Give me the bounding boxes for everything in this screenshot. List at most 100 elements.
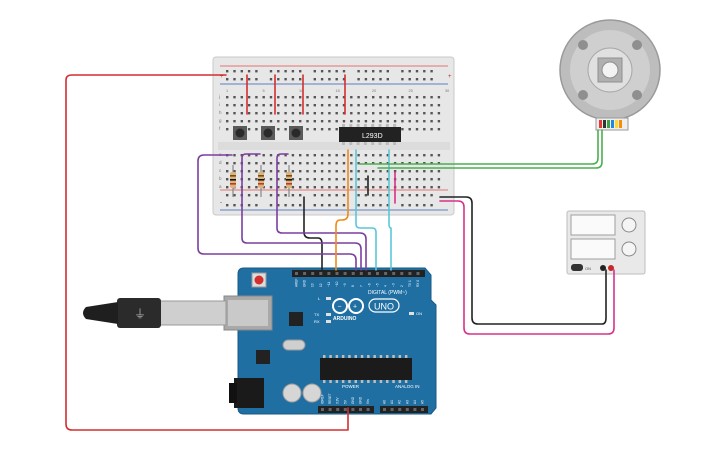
pushbutton-3[interactable] bbox=[289, 126, 303, 140]
breadboard-body bbox=[212, 56, 455, 216]
breadboard-hole bbox=[401, 186, 404, 189]
analog-pin-label: A2 bbox=[398, 400, 402, 404]
power-header-hole[interactable] bbox=[321, 408, 324, 411]
breadboard-hole bbox=[226, 104, 229, 107]
digital-header-hole[interactable] bbox=[408, 272, 412, 275]
wire-cyan-ic-input-2[interactable] bbox=[388, 149, 392, 271]
breadboard-hole bbox=[255, 128, 258, 131]
row-letter: h bbox=[219, 110, 222, 115]
pushbutton-cap bbox=[263, 128, 273, 138]
breadboard-hole bbox=[423, 78, 426, 81]
wire-purple-button-3[interactable] bbox=[276, 153, 367, 271]
motor-screw bbox=[578, 40, 588, 50]
breadboard-hole bbox=[313, 112, 316, 115]
breadboard-hole bbox=[291, 170, 295, 173]
breadboard-hole bbox=[328, 178, 331, 181]
wire-gnd-black-arduino[interactable] bbox=[303, 196, 323, 271]
digital-header-hole[interactable] bbox=[351, 272, 355, 275]
breadboard-hole bbox=[415, 194, 419, 197]
breadboard-hole bbox=[386, 104, 389, 107]
analog-header-hole[interactable] bbox=[413, 408, 417, 411]
wire-purple-button-2[interactable] bbox=[241, 153, 362, 271]
breadboard-hole bbox=[401, 112, 404, 115]
breadboard-hole bbox=[342, 154, 346, 157]
wire-green-motor-2[interactable] bbox=[377, 129, 603, 169]
breadboard-hole bbox=[379, 78, 382, 81]
wire-green-motor-1[interactable] bbox=[359, 129, 599, 165]
digital-header-hole[interactable] bbox=[367, 272, 371, 275]
power-header-hole[interactable] bbox=[336, 408, 340, 411]
power-header-hole[interactable] bbox=[328, 408, 332, 411]
resistor-3[interactable] bbox=[286, 165, 292, 197]
wire-purple-button-1[interactable] bbox=[197, 154, 357, 271]
analog-header-hole[interactable] bbox=[390, 408, 394, 411]
digital-header-hole[interactable] bbox=[319, 272, 323, 275]
digital-header-hole[interactable] bbox=[327, 272, 331, 275]
analog-header-hole[interactable] bbox=[383, 408, 386, 411]
terminal-negative[interactable] bbox=[600, 265, 606, 271]
digital-header-hole[interactable] bbox=[359, 272, 363, 275]
digital-header-hole[interactable] bbox=[384, 272, 388, 275]
breadboard-hole bbox=[247, 194, 251, 197]
led-l bbox=[326, 297, 331, 300]
resistor-1[interactable] bbox=[230, 165, 236, 197]
terminal-positive[interactable] bbox=[608, 265, 614, 271]
breadboard-hole bbox=[291, 154, 295, 157]
digital-header-hole[interactable] bbox=[335, 272, 339, 275]
pushbutton-1[interactable] bbox=[233, 126, 247, 140]
wire-cyan-ic-input-1[interactable] bbox=[355, 149, 377, 271]
wire-5v-red[interactable] bbox=[65, 74, 349, 431]
wire-orange-ic-enable[interactable] bbox=[335, 149, 349, 271]
breadboard-hole bbox=[247, 96, 251, 99]
digital-pin-label: ~11 bbox=[327, 282, 331, 287]
digital-header-hole[interactable] bbox=[343, 272, 347, 275]
breadboard-hole bbox=[277, 104, 280, 107]
power-supply[interactable]: ON bbox=[566, 210, 646, 275]
l293d-ic[interactable]: L293D bbox=[339, 124, 401, 145]
wire-gnd-black-supply[interactable] bbox=[439, 196, 607, 325]
usb-cable: ⏚ bbox=[83, 298, 227, 328]
analog-header-hole[interactable] bbox=[398, 408, 402, 411]
digital-header-hole[interactable] bbox=[376, 272, 379, 275]
voltage-knob[interactable] bbox=[621, 217, 637, 233]
power-header-hole[interactable] bbox=[366, 408, 370, 411]
logo-plus: + bbox=[353, 304, 357, 311]
breadboard-hole bbox=[277, 70, 280, 73]
current-knob[interactable] bbox=[621, 241, 637, 257]
power-header-hole[interactable] bbox=[359, 408, 362, 411]
digital-header-hole[interactable] bbox=[400, 272, 404, 275]
breadboard-hole bbox=[262, 104, 265, 107]
power-switch[interactable] bbox=[571, 264, 583, 271]
digital-header-hole[interactable] bbox=[392, 272, 396, 275]
resistor-2[interactable] bbox=[258, 165, 264, 197]
power-header-hole[interactable] bbox=[343, 408, 347, 411]
breadboard-hole bbox=[226, 96, 229, 99]
breadboard-hole bbox=[379, 96, 382, 99]
digital-header-hole[interactable] bbox=[303, 272, 307, 275]
breadboard-hole bbox=[408, 204, 411, 207]
reset-button[interactable] bbox=[254, 275, 264, 285]
breadboard-hole bbox=[437, 96, 441, 99]
atmega-pin bbox=[373, 380, 376, 383]
breadboard-hole bbox=[393, 170, 397, 173]
analog-header-hole[interactable] bbox=[405, 408, 409, 411]
digital-header-holes bbox=[295, 272, 420, 275]
analog-header-hole[interactable] bbox=[421, 408, 424, 411]
breadboard-hole bbox=[277, 128, 280, 131]
power-header-hole[interactable] bbox=[351, 408, 355, 411]
wire-magenta-supply[interactable] bbox=[439, 200, 615, 335]
breadboard-hole bbox=[379, 204, 382, 207]
pushbutton-2[interactable] bbox=[261, 126, 275, 140]
digital-header-hole[interactable] bbox=[416, 272, 420, 275]
dc-motor[interactable] bbox=[559, 19, 661, 131]
digital-header-hole[interactable] bbox=[295, 272, 298, 275]
breadboard-hole bbox=[328, 162, 331, 165]
power-pin-label: 3.3V bbox=[336, 397, 340, 404]
breadboard-hole bbox=[386, 178, 389, 181]
atmega-pin bbox=[360, 380, 364, 383]
digital-header-hole[interactable] bbox=[311, 272, 315, 275]
breadboard-hole bbox=[335, 112, 338, 115]
breadboard-hole bbox=[313, 96, 316, 99]
breadboard-hole bbox=[408, 186, 411, 189]
